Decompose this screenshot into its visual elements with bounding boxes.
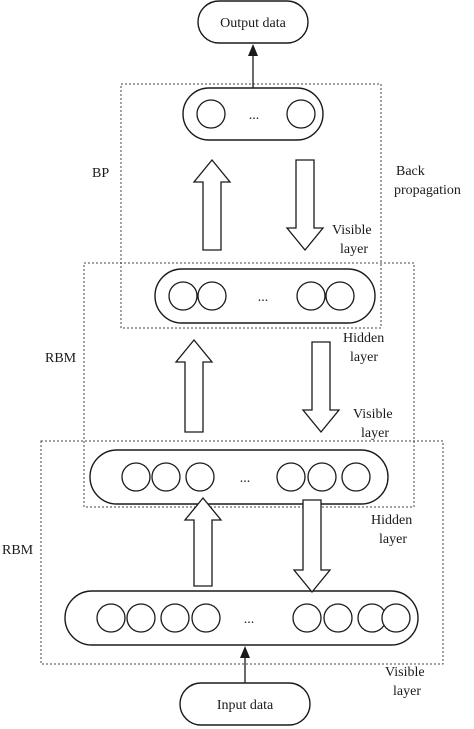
bp-down-arrow <box>285 159 325 252</box>
neuron <box>286 99 316 129</box>
ellipsis: ... <box>244 612 255 627</box>
hidden-layer-label-2-line2: layer <box>379 532 407 547</box>
rbm-lower-up-arrow <box>183 496 223 587</box>
rbm-lower-down-arrow <box>292 499 332 594</box>
output-data-node: Output data <box>197 0 309 44</box>
neuron <box>307 462 337 492</box>
neuron <box>323 603 353 633</box>
neuron <box>168 281 198 311</box>
neuron <box>151 462 181 492</box>
neuron <box>121 462 151 492</box>
rbm-upper-group-label: RBM <box>45 351 77 366</box>
rbm-lower-group-frame <box>40 440 444 665</box>
neuron <box>341 462 371 492</box>
neuron <box>196 99 226 129</box>
neuron <box>96 603 126 633</box>
neuron <box>381 603 411 633</box>
visible-layer-label-3-line1: Visible <box>385 665 425 680</box>
rbm-upper-up-arrow <box>174 338 214 433</box>
top-layer-to-output-arrow <box>248 44 258 88</box>
visible-layer-label-2-line2: layer <box>361 426 389 441</box>
neuron <box>197 281 227 311</box>
neuron <box>276 462 306 492</box>
visible-layer-label-2-line1: Visible <box>353 407 393 422</box>
neuron <box>292 603 322 633</box>
rbm-lower-group-label: RBM <box>2 543 34 558</box>
input-data-label: Input data <box>217 698 274 713</box>
back-propagation-label-line2: propagation <box>394 183 461 198</box>
hidden-layer-label-1-line2: layer <box>350 350 378 365</box>
neuron <box>325 281 355 311</box>
neuron <box>160 603 190 633</box>
hidden-layer-middle-capsule: ... <box>89 449 389 505</box>
rbm-upper-group-frame <box>83 262 415 508</box>
neuron <box>126 603 156 633</box>
visible-layer-label-1-line1: Visible <box>332 223 372 238</box>
ellipsis: ... <box>249 108 260 123</box>
neuron <box>296 281 326 311</box>
visible-layer-label-3-line2: layer <box>393 684 421 699</box>
bp-up-arrow <box>192 158 232 251</box>
ellipsis: ... <box>240 471 251 486</box>
visible-input-layer-capsule: ... <box>64 590 419 646</box>
hidden-layer-top-capsule: ... <box>154 268 376 324</box>
neuron <box>185 462 215 492</box>
ellipsis: ... <box>258 290 269 305</box>
hidden-layer-label-1-line1: Hidden <box>343 331 384 346</box>
bp-group-label: BP <box>92 166 109 181</box>
hidden-layer-label-2-line1: Hidden <box>371 513 412 528</box>
input-to-bottom-layer-arrow <box>240 646 250 683</box>
visible-layer-label-1-line2: layer <box>340 242 368 257</box>
back-propagation-label-line1: Back <box>396 164 425 179</box>
bp-group-frame <box>120 83 382 329</box>
rbm-upper-down-arrow <box>301 341 341 434</box>
neuron <box>191 603 221 633</box>
output-data-label: Output data <box>220 16 286 31</box>
output-layer-capsule: ... <box>182 87 324 141</box>
input-data-node: Input data <box>179 682 311 726</box>
